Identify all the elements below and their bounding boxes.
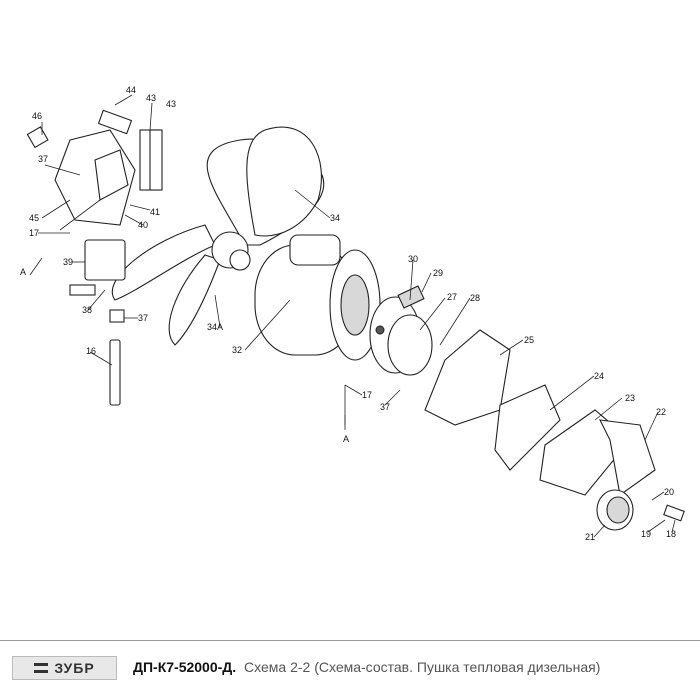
label-37: 37 [380, 402, 390, 412]
pump-flange [369, 285, 433, 376]
label-44: 44 [126, 85, 136, 95]
label-17: 17 [29, 228, 39, 238]
label-43: 43 [166, 99, 176, 109]
label-41: 41 [150, 207, 160, 217]
label-37: 37 [138, 313, 148, 323]
logo-text: ЗУБР [54, 660, 95, 676]
solenoid-valve [69, 239, 126, 406]
part-labels: 46 44 43 43 37 45 41 40 17 A 39 38 37 16… [20, 85, 676, 542]
label-17: 17 [362, 390, 372, 400]
label-45: 45 [29, 213, 39, 223]
label-27: 27 [447, 292, 457, 302]
motor-housing [254, 234, 381, 361]
diagram-description: Схема 2-2 (Схема-состав. Пушка тепловая … [244, 659, 601, 675]
label-28: 28 [470, 293, 480, 303]
label-34A: 34A [207, 322, 223, 332]
label-16: 16 [86, 346, 96, 356]
label-A: A [343, 434, 349, 444]
label-32: 32 [232, 345, 242, 355]
label-34: 34 [330, 213, 340, 223]
brand-logo: ЗУБР [12, 656, 117, 680]
fan-blade-assembly [111, 126, 325, 346]
label-23: 23 [625, 393, 635, 403]
leader-lines [29, 94, 676, 538]
label-22: 22 [656, 407, 666, 417]
rear-plates [424, 329, 656, 496]
label-39: 39 [63, 257, 73, 267]
bracket-pair [139, 129, 163, 191]
label-21: 21 [585, 532, 595, 542]
label-19: 19 [641, 529, 651, 539]
label-25: 25 [524, 335, 534, 345]
label-37: 37 [38, 154, 48, 164]
label-29: 29 [433, 268, 443, 278]
logo-mark-icon [34, 663, 49, 673]
label-30: 30 [408, 254, 418, 264]
pressure-gauge [596, 489, 685, 531]
label-24: 24 [594, 371, 604, 381]
label-18: 18 [666, 529, 676, 539]
footer-caption: ДП-К7-52000-Д. Схема 2-2 (Схема-состав. … [133, 659, 600, 675]
exploded-parts-diagram: 46 44 43 43 37 45 41 40 17 A 39 38 37 16… [20, 85, 685, 542]
model-code: ДП-К7-52000-Д. [133, 659, 237, 675]
label-40: 40 [138, 220, 148, 230]
label-20: 20 [664, 487, 674, 497]
control-bracket-assembly [26, 109, 136, 231]
label-A: A [20, 267, 26, 277]
label-46: 46 [32, 111, 42, 121]
footer-divider [0, 640, 700, 641]
label-38: 38 [82, 305, 92, 315]
label-43: 43 [146, 93, 156, 103]
